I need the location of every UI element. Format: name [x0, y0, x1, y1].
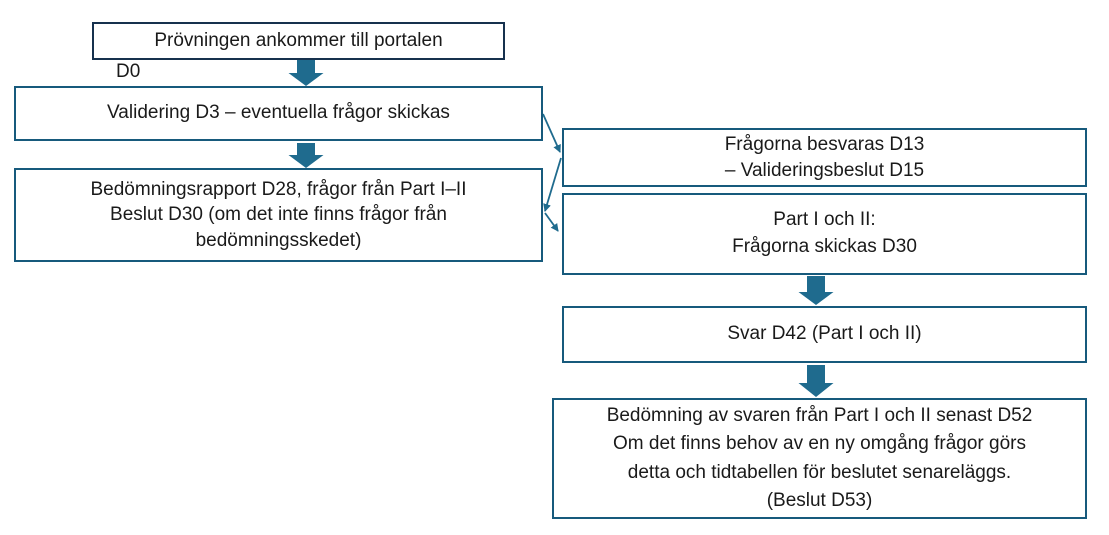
block-arrow-questions-to-response: [798, 276, 834, 305]
flow-box-response: Svar D42 (Part I och II): [562, 306, 1087, 363]
block-arrow-validation-to-assessment: [288, 143, 324, 168]
flow-box-assessment: Bedömningsrapport D28, frågor från Part …: [14, 168, 543, 262]
connector-assessment-to-questions: [544, 212, 559, 232]
flow-box-answers: Frågorna besvaras D13 – Valideringsbeslu…: [562, 128, 1087, 187]
arrival-day-label: D0: [116, 61, 141, 82]
connector-answers-to-assessment: [543, 157, 562, 212]
flow-box-questions: Part I och II: Frågorna skickas D30: [562, 193, 1087, 275]
connector-validation-to-answers: [542, 113, 561, 153]
block-arrow-response-to-final: [798, 365, 834, 397]
flow-box-final: Bedömning av svaren från Part I och II s…: [552, 398, 1087, 519]
flow-box-arrival: Prövningen ankommer till portalen: [92, 22, 505, 60]
block-arrow-arrival-to-validation: [288, 60, 324, 86]
flow-box-validation: Validering D3 – eventuella frågor skicka…: [14, 86, 543, 141]
